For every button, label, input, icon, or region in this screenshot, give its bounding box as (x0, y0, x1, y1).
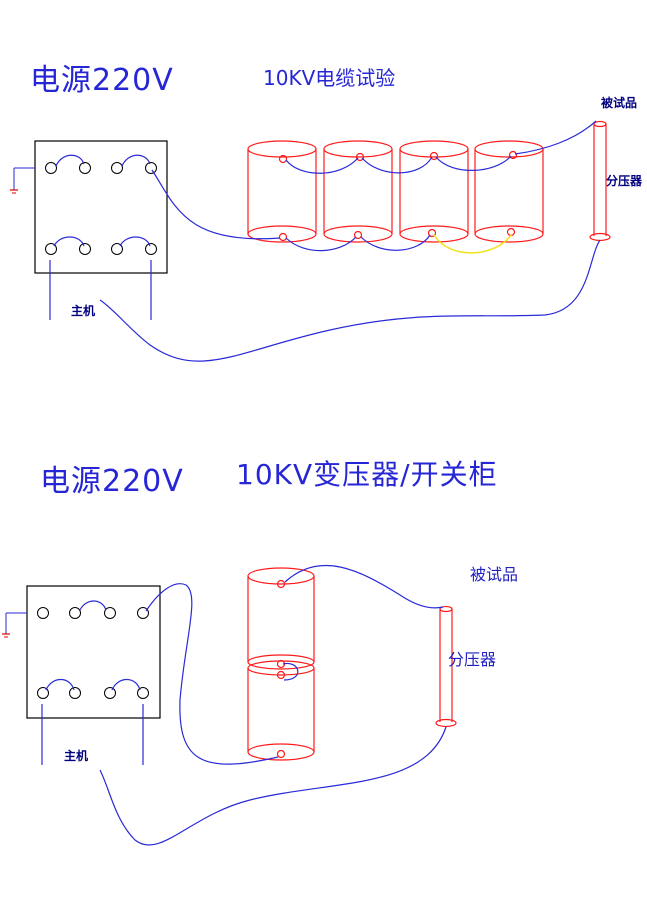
top-power-label: 电源220V (30, 63, 174, 98)
top-divider-label: 分压器 (606, 174, 643, 188)
cable-core-4 (474, 140, 544, 243)
bottom-host-jumpers (45, 600, 141, 691)
cable-core-2 (323, 140, 393, 243)
terminal (104, 687, 116, 699)
terminal (69, 607, 81, 619)
bottom-test-title: 10KV变压器/开关柜 (236, 458, 498, 491)
terminal (145, 243, 157, 255)
terminal (79, 243, 91, 255)
terminal (45, 162, 57, 174)
transformer-upper (247, 567, 315, 670)
top-voltage-divider (589, 120, 611, 242)
terminal (69, 687, 81, 699)
terminal (137, 607, 149, 619)
bottom-wires (99, 564, 447, 846)
terminal (45, 243, 57, 255)
terminal (37, 687, 49, 699)
bottom-host-terminals (37, 607, 149, 699)
top-diagram (10, 120, 611, 362)
terminal (111, 162, 123, 174)
bottom-transformer-cylinders (247, 567, 315, 761)
terminal (111, 243, 123, 255)
bottom-ground-symbol (2, 612, 27, 638)
bottom-divider-label: 分压器 (448, 650, 497, 669)
terminal (104, 607, 116, 619)
transformer-lower (247, 660, 315, 761)
bottom-diagram (2, 564, 457, 846)
top-yellow-wire (433, 233, 513, 254)
terminal (145, 162, 157, 174)
top-host-box (34, 140, 168, 274)
bottom-specimen-label: 被试品 (470, 565, 519, 584)
bottom-host-box (26, 585, 161, 719)
top-wires (99, 120, 601, 362)
bottom-voltage-divider (435, 605, 457, 728)
bottom-power-label: 电源220V (40, 464, 184, 499)
top-host-jumpers (53, 154, 151, 247)
terminal (37, 607, 49, 619)
cable-core-3 (399, 140, 469, 243)
bottom-host-label: 主机 (64, 749, 89, 763)
cable-core-1 (247, 140, 317, 243)
top-host-terminals (45, 162, 157, 255)
terminal (137, 687, 149, 699)
top-host-label: 主机 (71, 304, 96, 318)
top-cable-cylinders (247, 140, 544, 243)
top-specimen-label: 被试品 (601, 96, 638, 110)
top-test-title: 10KV电缆试验 (263, 66, 396, 90)
terminal (79, 162, 91, 174)
top-ground-symbol (10, 167, 35, 194)
